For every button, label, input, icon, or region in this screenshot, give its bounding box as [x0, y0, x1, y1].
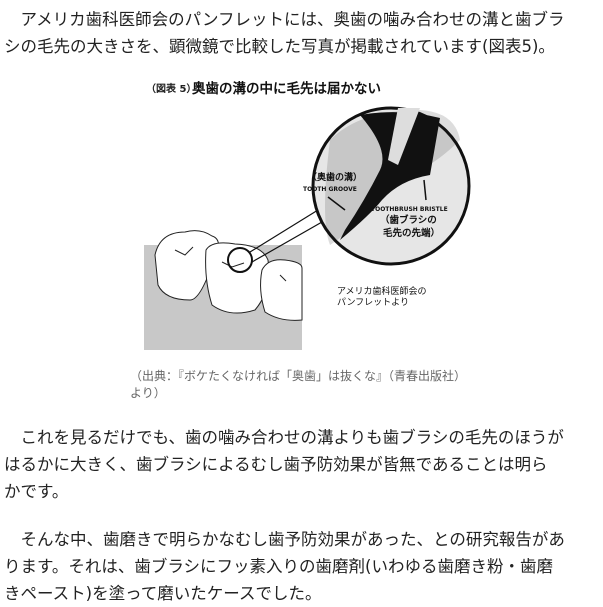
paragraph-3: そんな中、歯磨きで明らかなむし歯予防効果があった、との研究報告があ ります。それ…: [4, 526, 565, 607]
zoom-circle: [227, 247, 253, 273]
text-line: きペースト)を塗って磨いたケースでした。: [4, 584, 322, 603]
figure-title-prefix: （図表 5）: [146, 82, 196, 95]
intro-paragraph: アメリカ歯科医師会のパンフレットには、奥歯の噛み合わせの溝と歯ブラ シの毛先の大…: [4, 6, 565, 60]
text-line: そんな中、歯磨きで明らかなむし歯予防効果があった、との研究報告があ: [4, 530, 565, 549]
text-line: はるかに大きく、歯ブラシによるむし歯予防効果が皆無であることは明ら: [4, 455, 548, 474]
groove-label-en: TOOTH GROOVE: [303, 186, 357, 193]
groove-label-jp: （奥歯の溝）: [308, 171, 362, 183]
bristle-label-jp-2: 毛先の先端）: [383, 227, 440, 239]
text-line: アメリカ歯科医師会のパンフレットには、奥歯の噛み合わせの溝と歯ブラ: [4, 10, 565, 29]
text-line: ります。それは、歯ブラシにフッ素入りの歯磨剤(いわゆる歯磨き粉・歯磨: [4, 557, 553, 576]
text-line: シの毛先の大きさを、顕微鏡で比較した写真が掲載されています(図表5)。: [4, 37, 555, 56]
bristle-label-en: TOOTHBRUSH BRISTLE: [371, 206, 448, 213]
figure-tooth-groove: （図表 5） 奥歯の溝の中に毛先は届かない （奥歯の溝） TOOTH GROOV…: [144, 80, 471, 350]
text-line: かです。: [4, 482, 69, 501]
source-note-1: アメリカ歯科医師会の: [337, 285, 427, 297]
figure-caption: （出典：『ボケたくなければ「奥歯」は抜くな』（青春出版社） より）: [130, 368, 466, 402]
microscope-photo: [311, 106, 471, 266]
paragraph-2: これを見るだけでも、歯の噛み合わせの溝よりも歯ブラシの毛先のほうが はるかに大き…: [4, 424, 564, 505]
bristle-label-jp-1: （歯ブラシの: [380, 214, 437, 226]
caption-line: （出典：『ボケたくなければ「奥歯」は抜くな』（青春出版社）: [130, 369, 467, 383]
caption-line: より）: [130, 386, 166, 400]
figure-title: 奥歯の溝の中に毛先は届かない: [192, 80, 381, 97]
text-line: これを見るだけでも、歯の噛み合わせの溝よりも歯ブラシの毛先のほうが: [4, 428, 564, 447]
source-note-2: パンフレットより: [337, 297, 409, 308]
